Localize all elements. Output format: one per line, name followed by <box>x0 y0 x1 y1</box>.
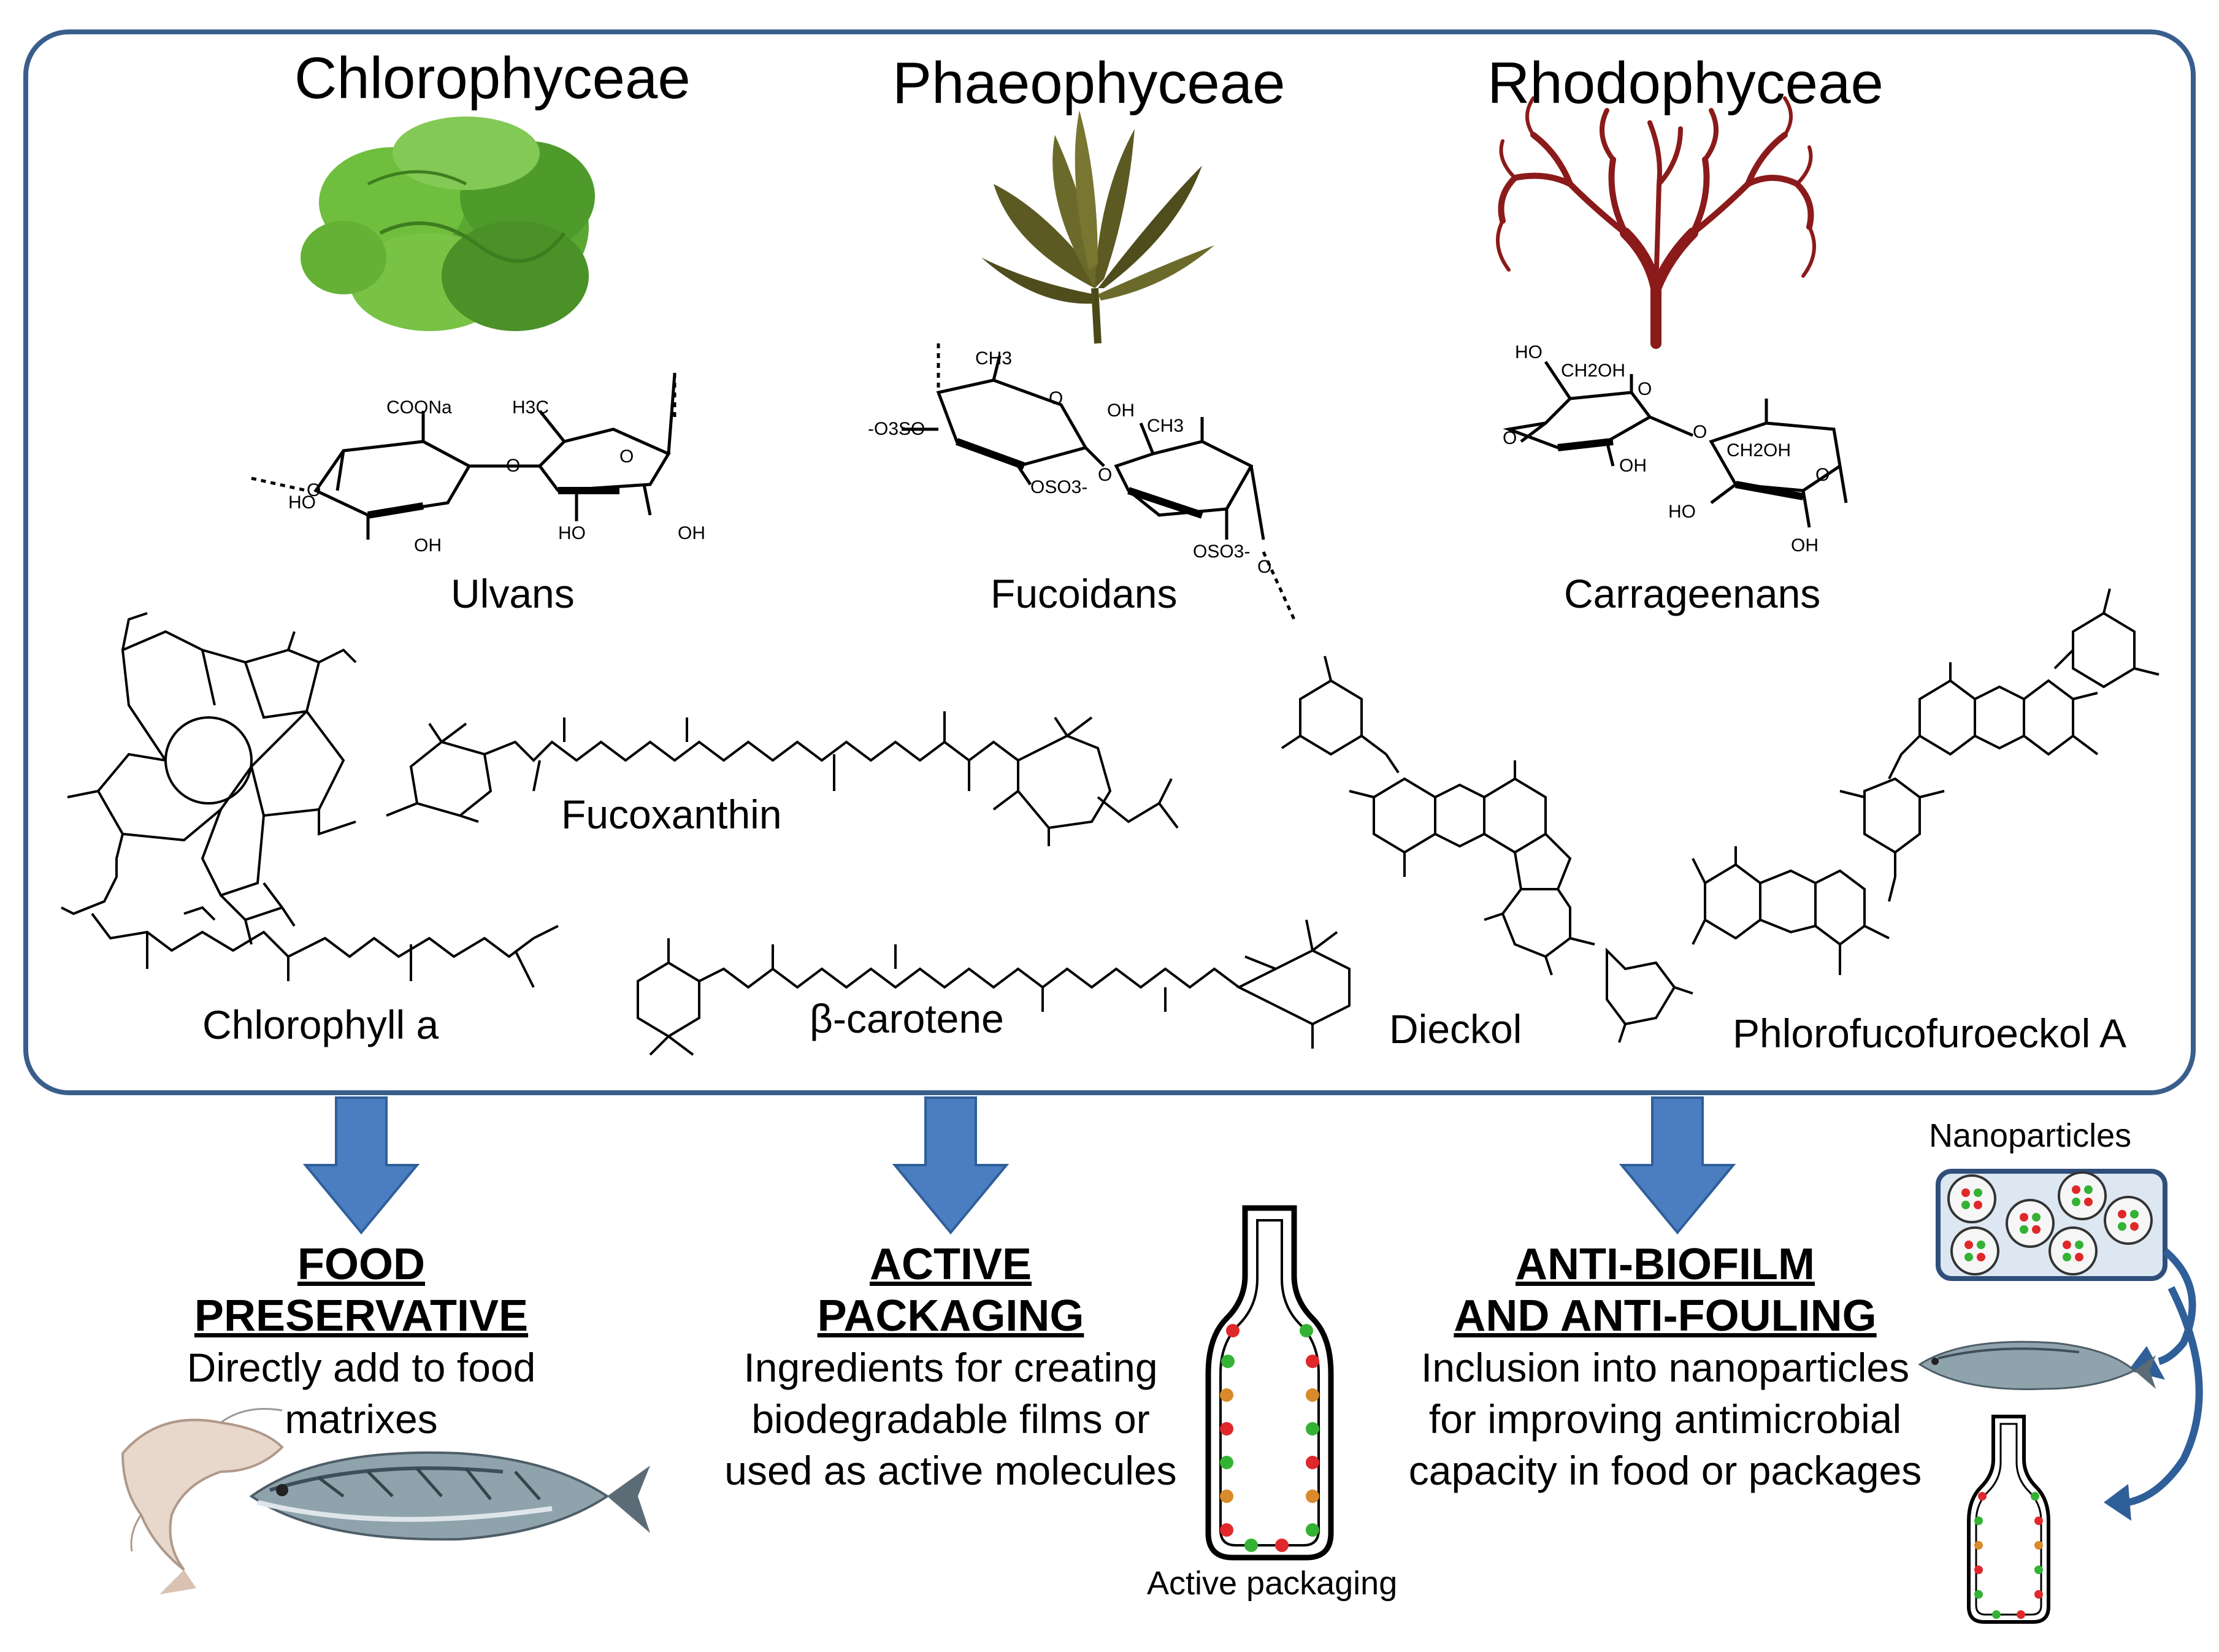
application-title: ACTIVE <box>869 1240 1032 1289</box>
application-description: used as active molecules <box>724 1448 1177 1493</box>
atom-label: CH3 <box>975 348 1013 369</box>
atom-label: HO <box>1515 342 1543 362</box>
label-carrageenans: Carrageenans <box>1564 571 1821 616</box>
atom-label: H3C <box>512 397 550 418</box>
active-packaging-bottle <box>1205 1205 1334 1561</box>
nanoparticles-box <box>1936 1169 2167 1281</box>
carrageenan-structure <box>1503 361 1848 528</box>
atom-label: O <box>1098 465 1113 485</box>
nanoparticle-curved-arrows <box>2127 1248 2203 1506</box>
application-title: FOOD <box>297 1240 425 1289</box>
application-title: AND ANTI-FOULING <box>1454 1291 1877 1340</box>
application-title: ANTI-BIOFILM <box>1516 1240 1815 1289</box>
application-title: PRESERVATIVE <box>194 1291 529 1340</box>
application-description: Ingredients for creating <box>743 1345 1158 1390</box>
atom-label: O <box>1815 465 1830 485</box>
atom-label: O <box>1503 428 1517 448</box>
atom-label: -O3SO <box>868 419 926 439</box>
atom-label: CH2OH <box>1727 440 1792 461</box>
atom-label: OH <box>1619 456 1647 476</box>
application-food-preservative: FOOD PRESERVATIVE Directly add to food m… <box>140 1239 582 1445</box>
group-title-chlorophyceae: Chlorophyceae <box>294 45 691 111</box>
atom-label: HO <box>1668 502 1696 522</box>
group-title-phaeophyceae: Phaeophyceae <box>892 50 1286 116</box>
shrimp-image <box>121 1408 284 1594</box>
kelp-seaweed-image <box>981 110 1214 344</box>
algae-panel <box>23 29 2196 1095</box>
atom-label: OSO3- <box>1030 477 1088 497</box>
fish-image <box>249 1451 650 1541</box>
atom-label: OH <box>678 523 705 543</box>
arrow-food-preservative <box>302 1096 420 1235</box>
arrowhead-to-bottle <box>2104 1484 2131 1521</box>
atom-label: CH2OH <box>1561 361 1626 381</box>
ulva-seaweed-image <box>301 117 595 331</box>
atom-label: O <box>619 446 634 467</box>
atom-label: HO <box>288 492 316 513</box>
atom-label: O <box>307 480 321 500</box>
atom-label: OH <box>414 535 442 556</box>
beta-carotene-structure <box>637 919 1351 1056</box>
dieckol-structure <box>1281 656 1693 1043</box>
label-chlorophyll-a: Chlorophyll a <box>202 1002 439 1047</box>
application-anti-biofilm: ANTI-BIOFILM AND ANTI-FOULING Inclusion … <box>1377 1239 1953 1496</box>
atom-label: HO <box>558 523 586 543</box>
application-active-packaging: ACTIVE PACKAGING Ingredients for creatin… <box>702 1239 1199 1496</box>
label-ulvans: Ulvans <box>451 571 575 616</box>
atom-label: OH <box>1791 535 1819 556</box>
group-title-rhodophyceae: Rhodophyceae <box>1487 50 1884 116</box>
application-title: PACKAGING <box>817 1291 1084 1340</box>
atom-label: O <box>1638 379 1652 399</box>
label-fucoxanthin: Fucoxanthin <box>561 792 782 837</box>
label-active-packaging: Active packaging <box>1147 1565 1398 1602</box>
atom-label: O <box>506 456 521 476</box>
atom-label: O <box>1693 422 1707 442</box>
arrow-anti-biofilm <box>1619 1096 1736 1235</box>
phlorofucofuroeckol-structure <box>1692 588 2160 975</box>
label-dieckol: Dieckol <box>1389 1006 1522 1052</box>
application-description: capacity in food or packages <box>1408 1448 1922 1493</box>
atom-label: COONa <box>386 397 452 418</box>
fucoidan-structure <box>902 343 1296 621</box>
application-description: Directly add to food <box>186 1345 536 1390</box>
nanoparticle <box>1947 1171 2153 1275</box>
application-description: matrixes <box>285 1396 438 1442</box>
application-description: for improving antimicrobial <box>1428 1396 1902 1442</box>
label-phlorofucofuroeckol-a: Phlorofucofuroeckol A <box>1733 1011 2127 1056</box>
red-algae-image <box>1496 96 1816 349</box>
label-nanoparticles: Nanoparticles <box>1929 1117 2132 1154</box>
small-packaging-bottle <box>1967 1415 2050 1624</box>
atom-label: O <box>1049 388 1064 408</box>
ulvan-structure <box>251 368 676 540</box>
atom-label: OH <box>1107 400 1135 421</box>
application-description: biodegradable films or <box>751 1396 1150 1442</box>
label-beta-carotene: β-carotene <box>810 996 1004 1041</box>
arrow-active-packaging <box>892 1096 1010 1235</box>
fucoxanthin-structure <box>386 711 1179 846</box>
label-fucoidans: Fucoidans <box>991 571 1178 616</box>
atom-label: O <box>1257 557 1272 577</box>
atom-label: OSO3- <box>1193 541 1251 562</box>
small-fish-image <box>1918 1340 2156 1390</box>
chlorophyll-a-structure <box>61 612 559 988</box>
atom-label: CH3 <box>1147 416 1184 436</box>
application-description: Inclusion into nanoparticles <box>1420 1345 1910 1390</box>
